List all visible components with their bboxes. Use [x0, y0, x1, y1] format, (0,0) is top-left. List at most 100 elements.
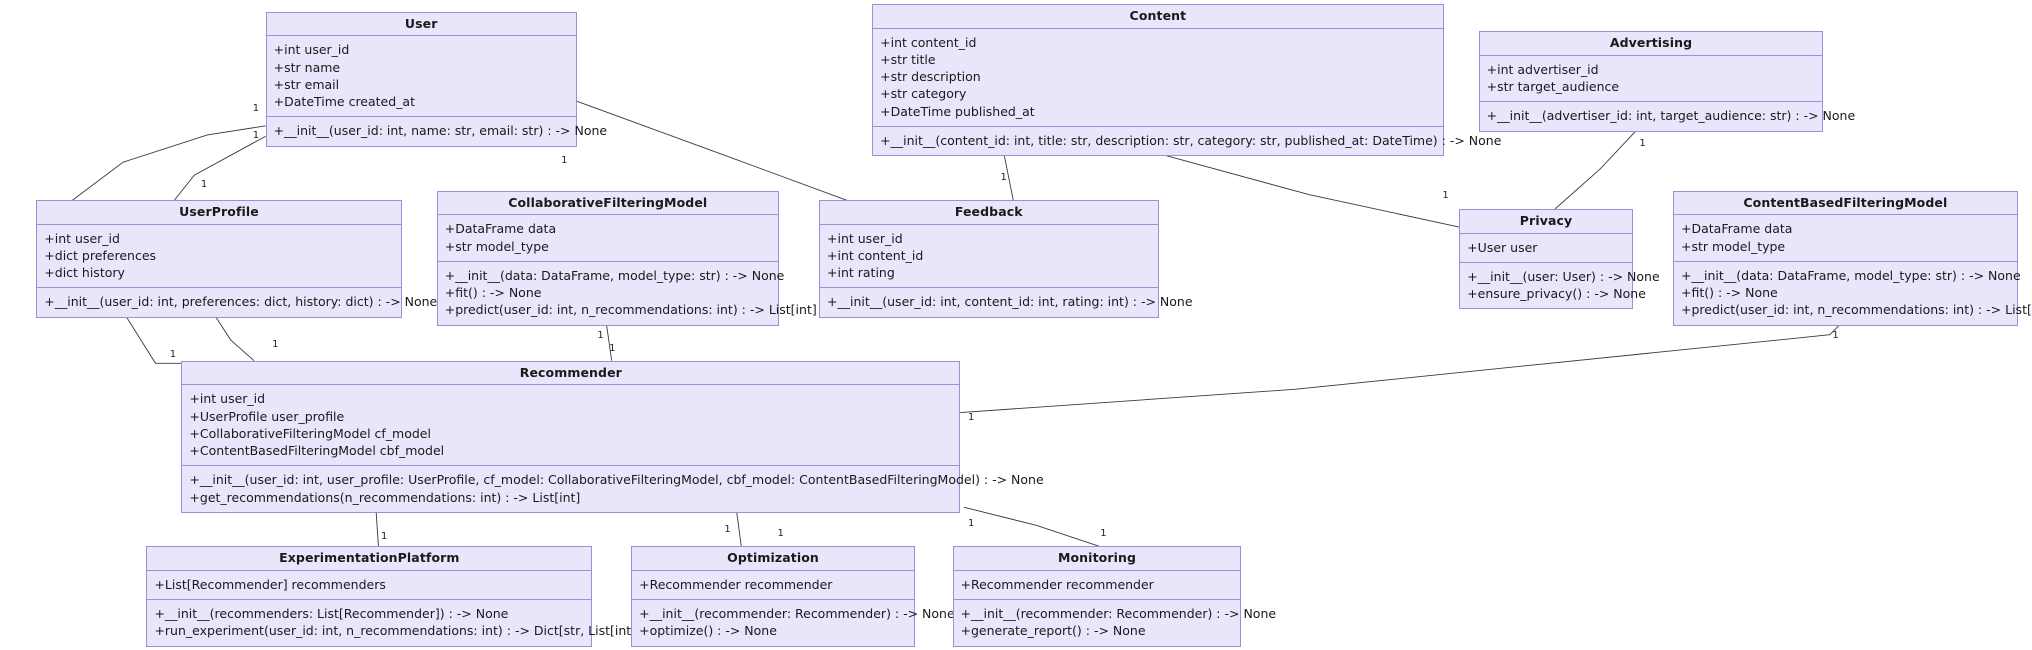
association-edge-content-privacy	[1166, 156, 1459, 227]
class-name-recommender: Recommender	[182, 362, 960, 386]
association-edge-userprofile-recommender	[214, 314, 254, 361]
attribute-compartment: +DataFrame data+str model_type	[1674, 215, 2017, 262]
method-compartment: +__init__(user_id: int, content_id: int,…	[820, 288, 1193, 316]
attribute-line: +DataFrame data	[444, 221, 557, 237]
attribute-line: +User user	[1467, 239, 1538, 255]
attribute-line: +DataFrame data	[1681, 221, 1793, 237]
multiplicity-label: 1	[252, 130, 260, 142]
method-line: +ensure_privacy() : -> None	[1467, 286, 1646, 302]
attribute-line: +CollaborativeFilteringModel cf_model	[189, 425, 431, 441]
multiplicity-label: 1	[169, 349, 177, 361]
method-line: +predict(user_id: int, n_recommendations…	[1681, 302, 2032, 318]
multiplicity-label: 1	[1832, 329, 1839, 341]
attribute-line: +UserProfile user_profile	[189, 408, 345, 424]
uml-class-experimentationplatform[interactable]: ExperimentationPlatform+List[Recommender…	[146, 546, 641, 647]
multiplicity-label: 1	[724, 524, 731, 536]
multiplicity-label: 1	[609, 342, 616, 354]
uml-class-privacy[interactable]: Privacy+User user+__init__(user: User) :…	[1459, 208, 1660, 310]
class-name-contentbasedfilteringmodel: ContentBasedFilteringModel	[1674, 192, 2017, 216]
method-line: +__init__(advertiser_id: int, target_aud…	[1486, 108, 1856, 124]
association-edge-recommender-optimization	[736, 507, 741, 546]
attribute-line: +str category	[880, 86, 967, 102]
class-name-experimentationplatform: ExperimentationPlatform	[147, 547, 592, 571]
association-edge-user-feedback	[577, 101, 849, 201]
uml-class-userprofile[interactable]: UserProfile+int user_id+dict preferences…	[36, 199, 438, 318]
class-name-user: User	[266, 13, 576, 37]
attribute-compartment: +DataFrame data+str model_type	[437, 215, 778, 262]
method-compartment: +__init__(recommender: Recommender) : ->…	[632, 600, 955, 646]
attribute-line: +Recommender recommender	[639, 576, 833, 592]
uml-class-user[interactable]: User+int user_id+str name+str email+Date…	[265, 11, 608, 147]
method-line: +__init__(user_id: int, name: str, email…	[273, 123, 608, 139]
attribute-compartment: +int content_id+str title +str descriptio…	[873, 29, 1443, 127]
method-line: +fit() : -> None	[1681, 285, 1778, 301]
multiplicity-label: 1	[561, 154, 568, 166]
class-name-optimization: Optimization	[632, 547, 914, 571]
attribute-line: +ContentBasedFilteringModel cbf_model	[189, 443, 445, 459]
method-compartment: +__init__(data: DataFrame, model_type: s…	[1674, 262, 2032, 325]
attribute-line: +int user_id	[827, 230, 903, 246]
multiplicity-label: 1	[968, 411, 975, 423]
attribute-compartment: +int user_id+dict preferences+dict histo…	[37, 225, 401, 289]
attribute-compartment: +List[Recommender] recommenders	[147, 571, 592, 601]
multiplicity-label: 1	[252, 102, 260, 114]
attribute-compartment: +int user_id+int content_id+int rating	[820, 225, 1158, 289]
uml-class-advertising[interactable]: Advertising+int advertiser_id+str target…	[1478, 31, 1856, 132]
multiplicity-label: 1	[597, 329, 604, 341]
attribute-line: +str description	[880, 69, 981, 85]
method-line: +__init__(user_id: int, user_profile: Us…	[189, 472, 1044, 488]
method-compartment: +__init__(user_id: int, user_profile: Us…	[182, 466, 1044, 512]
method-line: +fit() : -> None	[444, 285, 542, 301]
uml-class-content[interactable]: Content +int content_id+str title +str des…	[872, 3, 1502, 157]
multiplicity-label: 1	[1442, 189, 1449, 201]
uml-class-monitoring[interactable]: Monitoring +Recommender recommender +__ini…	[952, 546, 1277, 647]
method-line: +run_experiment(user_id: int, n_recommen…	[154, 623, 641, 639]
uml-class-collaborativefilteringmodel[interactable]: CollaborativeFilteringModel+DataFrame da…	[436, 190, 817, 326]
class-name-content: Content	[873, 5, 1443, 29]
attribute-line: +dict history	[44, 265, 125, 281]
multiplicity-label: 1	[1000, 171, 1007, 183]
attribute-line: +int advertiser_id	[1486, 61, 1599, 77]
method-line: +__init__(user_id: int, preferences: dic…	[44, 294, 438, 310]
attribute-compartment: +int user_id+UserProfile user_profile+Co…	[182, 385, 960, 467]
attribute-compartment: +int advertiser_id+str target_audience	[1479, 56, 1823, 103]
attribute-line: +str model_type	[1681, 238, 1786, 254]
attribute-compartment: +int user_id+str name+str email+DateTime…	[266, 36, 576, 118]
multiplicity-label: 1	[272, 338, 279, 350]
attribute-compartment: +User user	[1460, 234, 1632, 263]
attribute-line: +str email	[273, 76, 340, 92]
association-edge-contentbasedfilteringmodel-recommender	[960, 324, 1840, 412]
attribute-line: +int user_id	[189, 391, 266, 407]
multiplicity-label: 1	[381, 530, 388, 542]
multiplicity-label: 1	[968, 517, 975, 529]
method-line: +generate_report() : -> None	[960, 623, 1146, 639]
class-name-privacy: Privacy	[1460, 210, 1632, 234]
method-compartment: +__init__(user_id: int, name: str, email…	[267, 117, 608, 145]
attribute-compartment: +Recommender recommender	[632, 571, 914, 601]
method-compartment: +__init__(data: DataFrame, model_type: s…	[438, 262, 817, 325]
method-compartment: +__init__(user_id: int, preferences: dic…	[37, 288, 438, 316]
method-compartment: +__init__(recommender: Recommender) : ->…	[954, 600, 1277, 646]
attribute-line: +int content_id	[880, 34, 977, 50]
method-line: +predict(user_id: int, n_recommendations…	[444, 302, 817, 318]
uml-class-recommender[interactable]: Recommender+int user_id+UserProfile user…	[181, 360, 1044, 513]
attribute-line: +int rating	[827, 265, 895, 281]
attribute-compartment: +Recommender recommender	[953, 571, 1241, 601]
method-compartment: +__init__(content_id: int, title: str, d…	[873, 127, 1502, 155]
uml-class-optimization[interactable]: Optimization +Recommender recommender +__i…	[631, 546, 955, 647]
attribute-line: +Recommender recommender	[960, 576, 1154, 592]
uml-class-feedback[interactable]: Feedback+int user_id+int content_id+int …	[819, 199, 1193, 318]
method-line: +__init__(data: DataFrame, model_type: s…	[1681, 267, 2021, 283]
method-line: +__init__(content_id: int, title: str, d…	[880, 132, 1502, 148]
multiplicity-label: 1	[1639, 137, 1646, 149]
association-edge-user-userprofile	[71, 126, 265, 201]
attribute-line: +str title	[880, 51, 936, 67]
class-name-monitoring: Monitoring	[953, 547, 1241, 571]
multiplicity-label: 1	[200, 179, 208, 191]
association-edge-recommender-experimentationplatform	[376, 507, 379, 546]
attribute-line: +DateTime published_at	[880, 103, 1035, 119]
method-line: +__init__(data: DataFrame, model_type: s…	[444, 267, 785, 283]
class-name-userprofile: UserProfile	[37, 201, 401, 225]
uml-class-contentbasedfilteringmodel[interactable]: ContentBasedFilteringModel+DataFrame dat…	[1673, 190, 2032, 326]
